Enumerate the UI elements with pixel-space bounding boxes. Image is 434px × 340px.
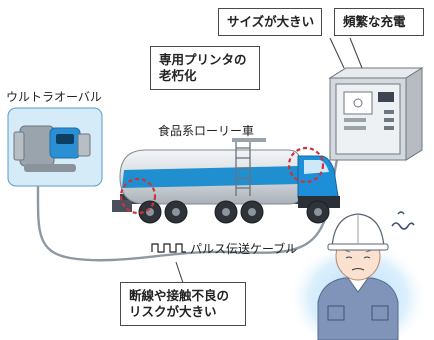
stress-squiggle-icon: [391, 222, 415, 230]
callout-printer-aging: 専用プリンタの 老朽化: [150, 46, 260, 90]
label-tanker: 食品系ローリー車: [158, 124, 255, 138]
printer-cabinet-icon: [328, 67, 424, 161]
callout-printer-line1: 専用プリンタの: [159, 52, 247, 67]
callout-size-big: サイズが大きい: [218, 8, 322, 36]
callout-frequent-charge: 頻繁な充電: [334, 8, 424, 36]
label-pulse-cable: パルス伝送ケーブル: [190, 242, 298, 256]
callout-frequent-charge-text: 頻繁な充電: [343, 14, 406, 29]
worker-icon: [288, 213, 428, 340]
pulse-signal-icon: [151, 243, 186, 253]
highlight-ring-rear: [119, 177, 157, 215]
callout-risk-line1: 断線や接触不良の: [129, 288, 230, 303]
callout-risk: 断線や接触不良の リスクが大きい: [120, 282, 246, 326]
label-ultra-oval: ウルトラオーバル: [6, 90, 102, 104]
ultra-oval-meter-icon: [7, 107, 103, 187]
callout-size-big-text: サイズが大きい: [227, 14, 315, 29]
callout-printer-line2: 老朽化: [159, 68, 197, 83]
callout-risk-line2: リスクが大きい: [129, 304, 217, 319]
tanker-truck-icon: [112, 138, 340, 224]
highlight-ring-cab: [287, 146, 325, 184]
